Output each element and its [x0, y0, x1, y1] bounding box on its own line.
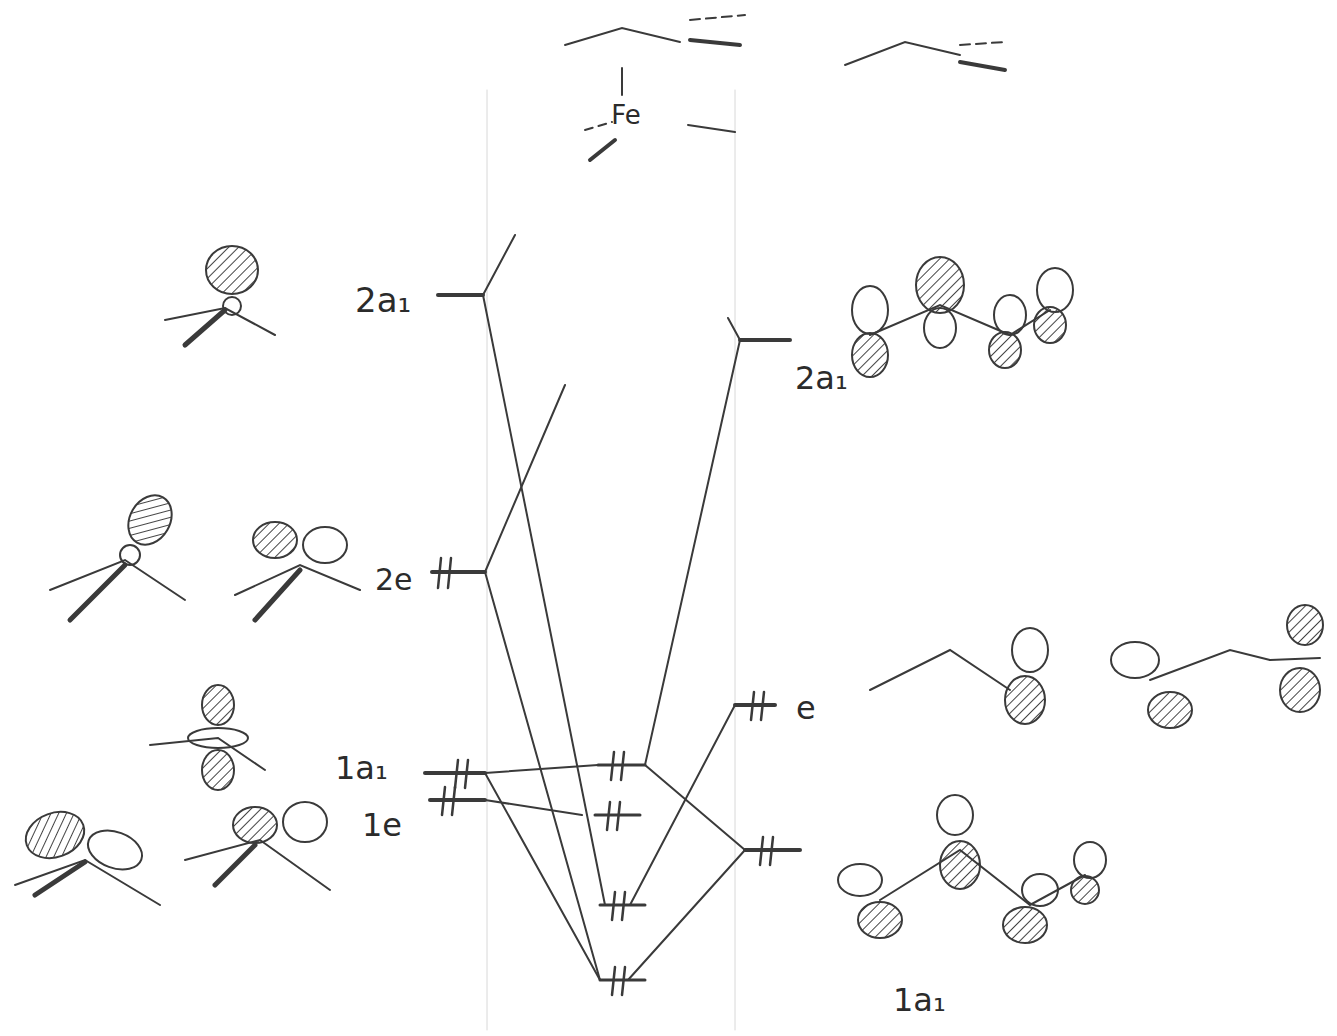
orbital-label: 1e	[362, 809, 402, 841]
orbital-label: 2e	[375, 565, 413, 595]
orbital-label: 2a₁	[795, 362, 848, 394]
orbital-label: 2a₁	[355, 283, 411, 317]
metal-label: Fe	[611, 102, 641, 128]
orbital-label: 1a₁	[335, 752, 388, 784]
orbital-label: 1a₁	[893, 984, 946, 1016]
orbital-label: e	[796, 692, 816, 724]
